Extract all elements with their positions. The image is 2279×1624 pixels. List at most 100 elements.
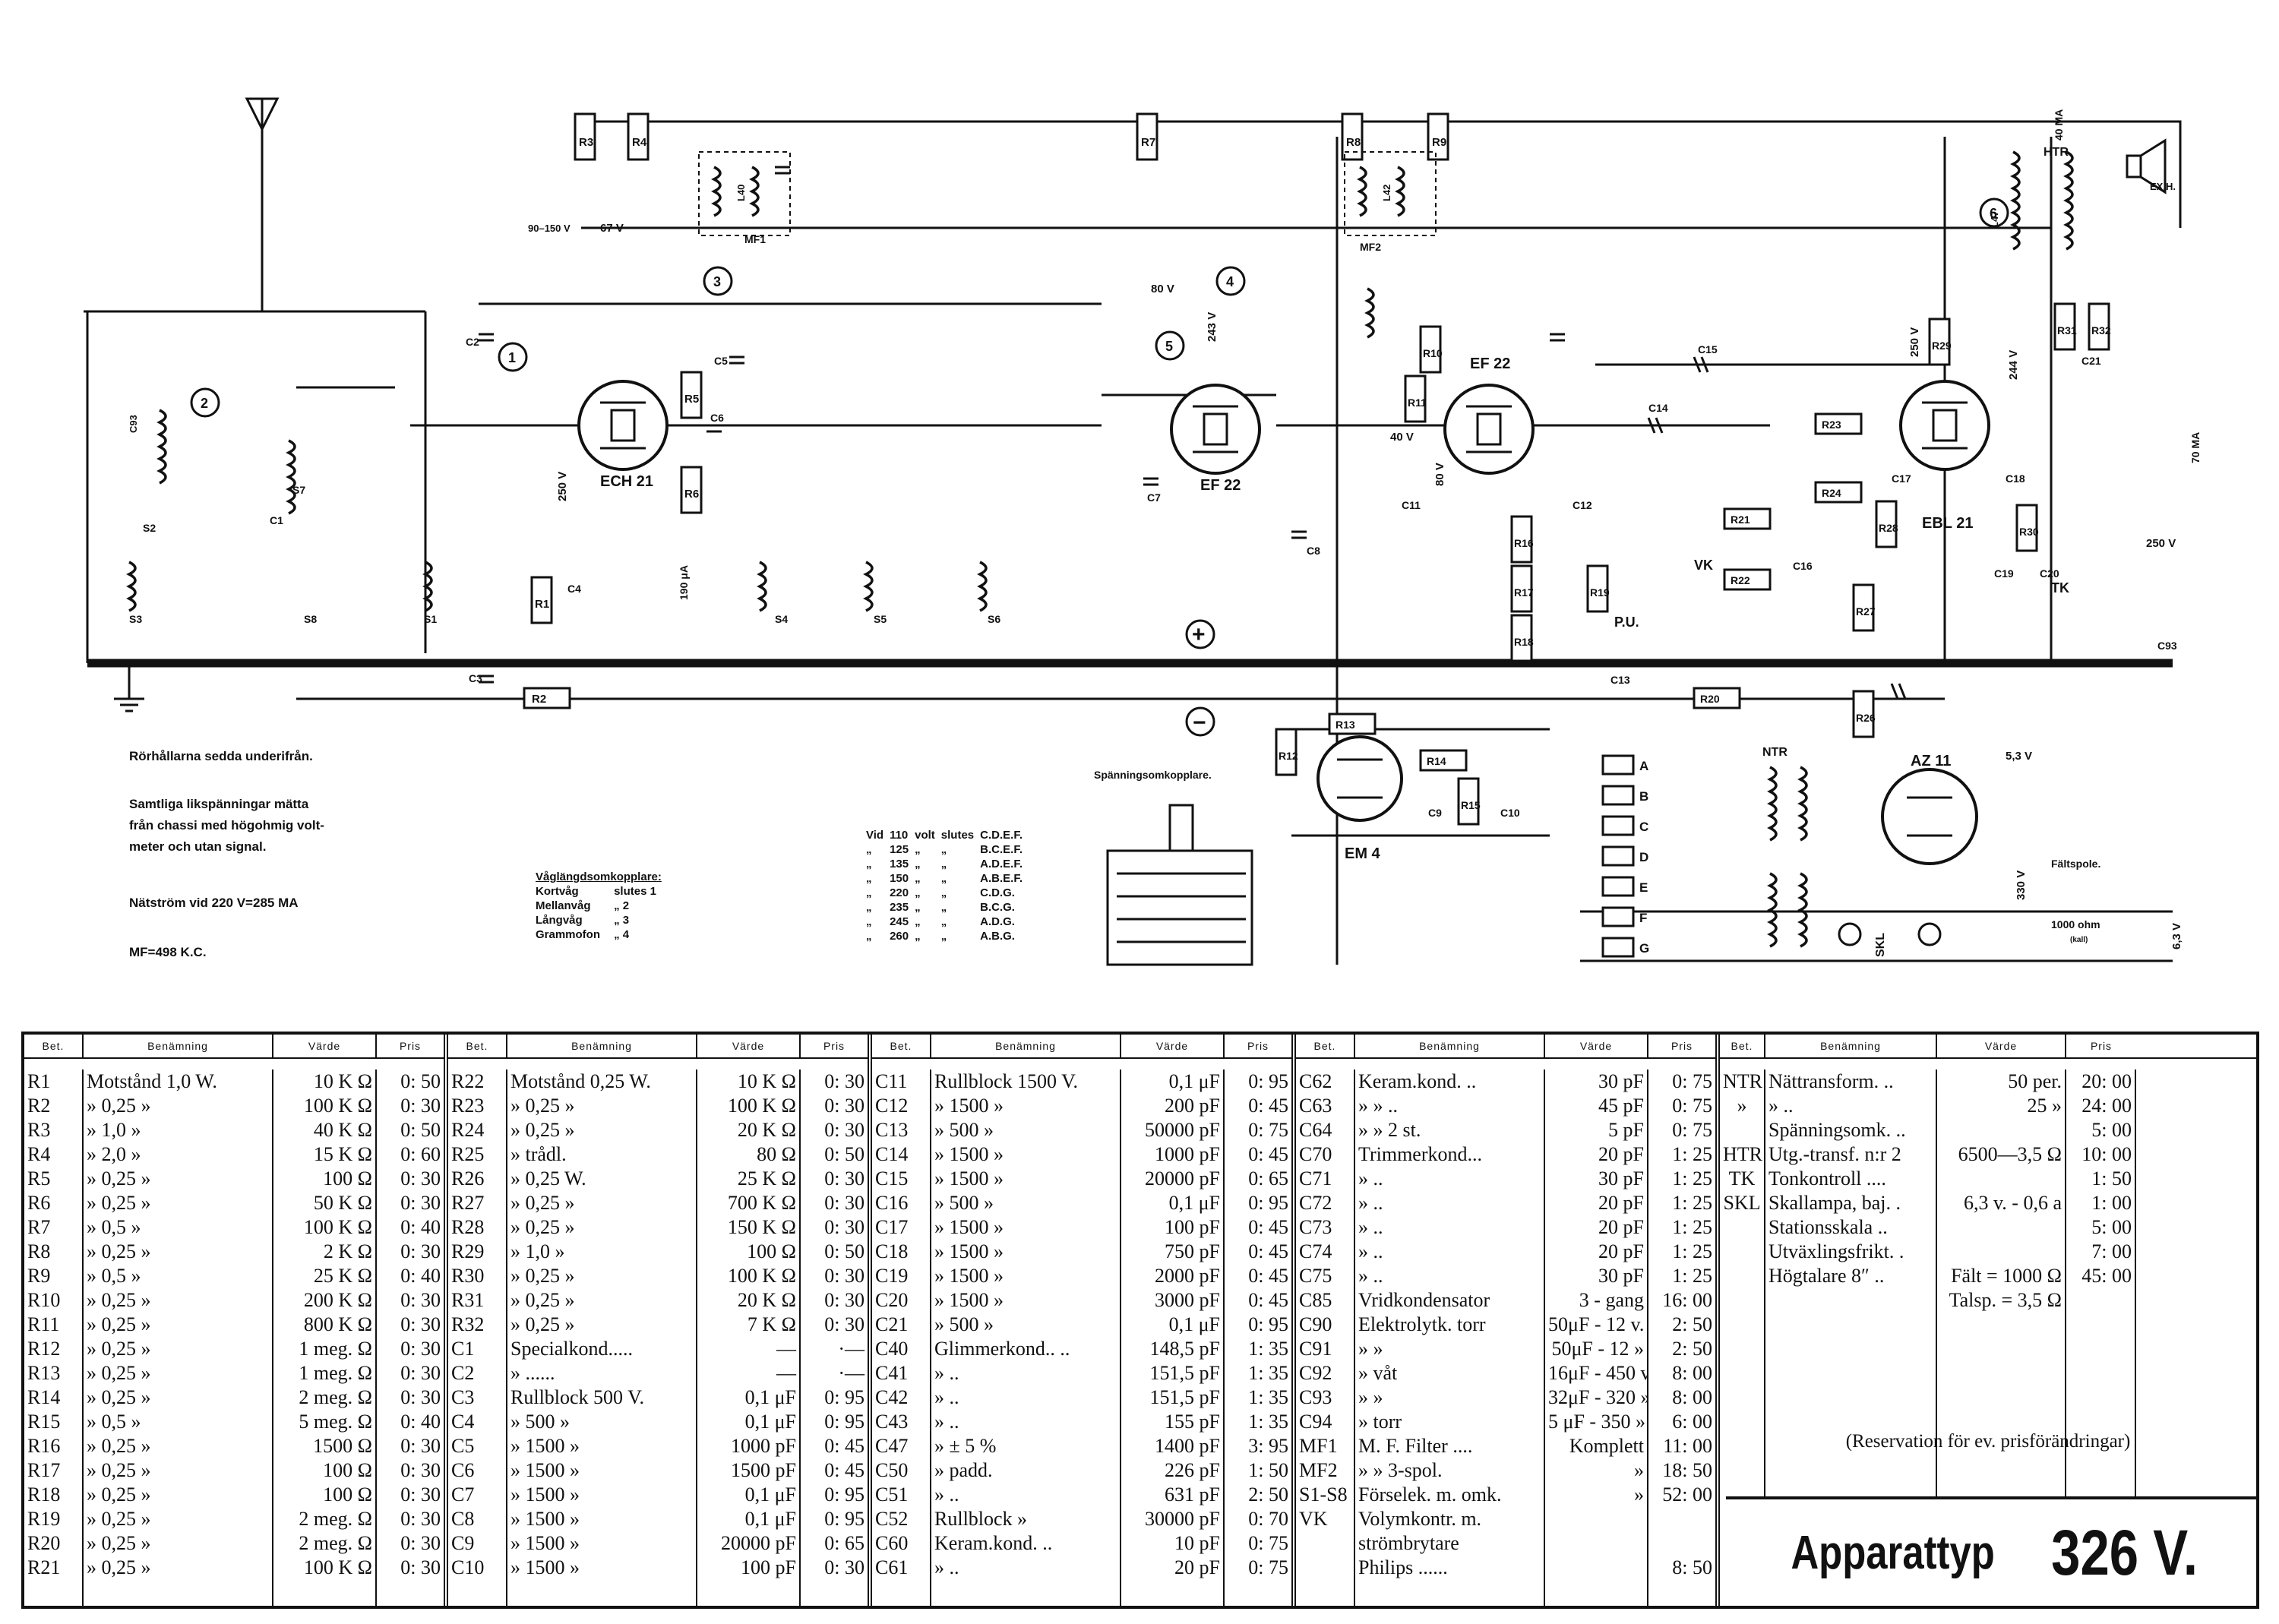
table-cell: 1: 00 (2091, 1192, 2132, 1214)
table-cell: R9 (27, 1265, 51, 1287)
table-cell: 5: 00 (2091, 1216, 2132, 1238)
table-cell: C91 (1299, 1338, 1332, 1360)
table-cell: » ...... (510, 1362, 555, 1384)
capacitor-marks (479, 166, 1907, 700)
table-cell: » 500 » (510, 1411, 570, 1433)
table-cell: 2 meg. Ω (299, 1508, 372, 1530)
table-cell: 148,5 pF (1149, 1338, 1220, 1360)
table-cell: 0,1 μF (744, 1483, 796, 1506)
table-cell: 0: 50 (824, 1240, 865, 1262)
table-cell: R31 (451, 1289, 485, 1311)
svg-text:C20: C20 (2040, 567, 2059, 580)
pilot-lamp-1 (1838, 922, 1862, 946)
switch-letter-f: F (1639, 911, 1647, 925)
current-40ma: 40 MA (2053, 109, 2065, 141)
table-cell: » 1500 » (510, 1435, 580, 1457)
table-cell: » 0,25 » (87, 1556, 151, 1578)
table-cell: Stationsskala .. (1769, 1216, 1888, 1238)
svg-text:R18: R18 (1514, 636, 1534, 648)
table-cell: » 0,25 » (87, 1362, 151, 1384)
header-varde: Värde (1545, 1035, 1648, 1057)
table-cell: 10 pF (1174, 1532, 1220, 1554)
point-6: 6 (1990, 206, 1997, 221)
note-mains-current: Nätström vid 220 V=285 MA (129, 896, 299, 910)
table-cell: R2 (27, 1095, 51, 1117)
voltage-switch-row: „235„„B.C.G. (866, 901, 1015, 914)
table-cell: 750 pF (1165, 1240, 1220, 1262)
price-reservation-note: (Reservation för ev. prisförändringar) (1845, 1431, 2131, 1452)
svg-text:R3: R3 (579, 136, 593, 149)
svg-text:C5: C5 (714, 355, 728, 367)
voltage-selector-drawing (1106, 804, 1253, 966)
table-cell: 0: 95 (1248, 1070, 1288, 1092)
table-cell: 15 K Ω (313, 1143, 372, 1165)
svg-text:C8: C8 (1307, 545, 1320, 557)
table-cell: R10 (27, 1289, 61, 1311)
table-cell: 0: 30 (824, 1192, 865, 1214)
svg-text:C13: C13 (1610, 674, 1630, 686)
voltage-244: 244 V (2007, 350, 2020, 380)
mf2-can (1344, 151, 1437, 236)
table-cell: 0: 60 (400, 1143, 441, 1165)
switch-letter-c: C (1639, 820, 1648, 834)
tube-ebl21 (1899, 380, 1990, 471)
resistor-set: R3 R4 R7 R8 R9 R5 R6 R1 R10 R11 R16 R17 … (530, 112, 2111, 826)
svg-text:C18: C18 (2006, 472, 2025, 485)
table-cell: R25 (451, 1143, 485, 1165)
table-cell: C17 (875, 1216, 909, 1238)
table-cell: 20: 00 (2081, 1070, 2132, 1092)
table-cell: 1: 50 (2091, 1167, 2132, 1190)
minus-circle (1185, 706, 1215, 737)
table-cell: » .. (1358, 1167, 1383, 1190)
table-cell: 20 pF (1174, 1556, 1220, 1578)
table-cell: » 0,25 » (510, 1313, 575, 1335)
table-cell: 0: 75 (1248, 1532, 1288, 1554)
table-cell: C5 (451, 1435, 475, 1457)
header-pris: Pris (399, 1040, 422, 1052)
table-cell: VK (1299, 1508, 1328, 1530)
table-cell: C52 (875, 1508, 909, 1530)
ht-line (581, 120, 2182, 228)
table-cell: 30 pF (1598, 1070, 1644, 1092)
table-cell (1545, 1531, 1647, 1556)
table-cell: Philips ...... (1358, 1556, 1448, 1578)
table-cell: 0,1 μF (1168, 1313, 1220, 1335)
table-cell: Förselek. m. omk. (1358, 1483, 1502, 1506)
pilot-lamp-2 (1917, 922, 1942, 946)
coil-set (126, 150, 2074, 948)
header-varde: Värde (697, 1035, 801, 1057)
table-cell: 8: 00 (1672, 1362, 1712, 1384)
table-cell: Trimmerkond... (1358, 1143, 1482, 1165)
table-cell: 0: 50 (400, 1070, 441, 1092)
table-cell: 800 K Ω (303, 1313, 372, 1335)
table-cell: Motstånd 1,0 W. (87, 1070, 217, 1092)
tube-ech21 (577, 380, 669, 471)
table-cell: 0: 30 (824, 1167, 865, 1190)
svg-text:R12: R12 (1279, 750, 1298, 762)
table-cell (1648, 1531, 1715, 1556)
wave-row: Långvåg„ 3 (536, 914, 630, 927)
note-if-frequency: MF=498 K.C. (129, 945, 207, 959)
table-cell: 8: 50 (1672, 1556, 1712, 1578)
table-cell: 0: 30 (400, 1508, 441, 1530)
table-cell: R4 (27, 1143, 51, 1165)
table-cell: 3000 pF (1155, 1289, 1220, 1311)
plus-circle (1185, 619, 1215, 649)
table-cell: R21 (27, 1556, 61, 1578)
table-cell: 10 K Ω (737, 1070, 796, 1092)
table-cell: 20 pF (1598, 1143, 1644, 1165)
table-cell: 2 K Ω (323, 1240, 372, 1262)
table-cell: 80 Ω (757, 1143, 796, 1165)
table-cell: 0,1 μF (744, 1411, 796, 1433)
table-cell: » 0,25 » (87, 1435, 151, 1457)
table-cell: C70 (1299, 1143, 1332, 1165)
table-cell: 0: 45 (1248, 1216, 1288, 1238)
table-cell: 45: 00 (2081, 1265, 2132, 1287)
voltage-switch-row: „220„„C.D.G. (866, 886, 1015, 899)
svg-text:L40: L40 (735, 185, 747, 201)
table-cell: R22 (451, 1070, 485, 1092)
header-bet: Bet. (1296, 1035, 1355, 1057)
